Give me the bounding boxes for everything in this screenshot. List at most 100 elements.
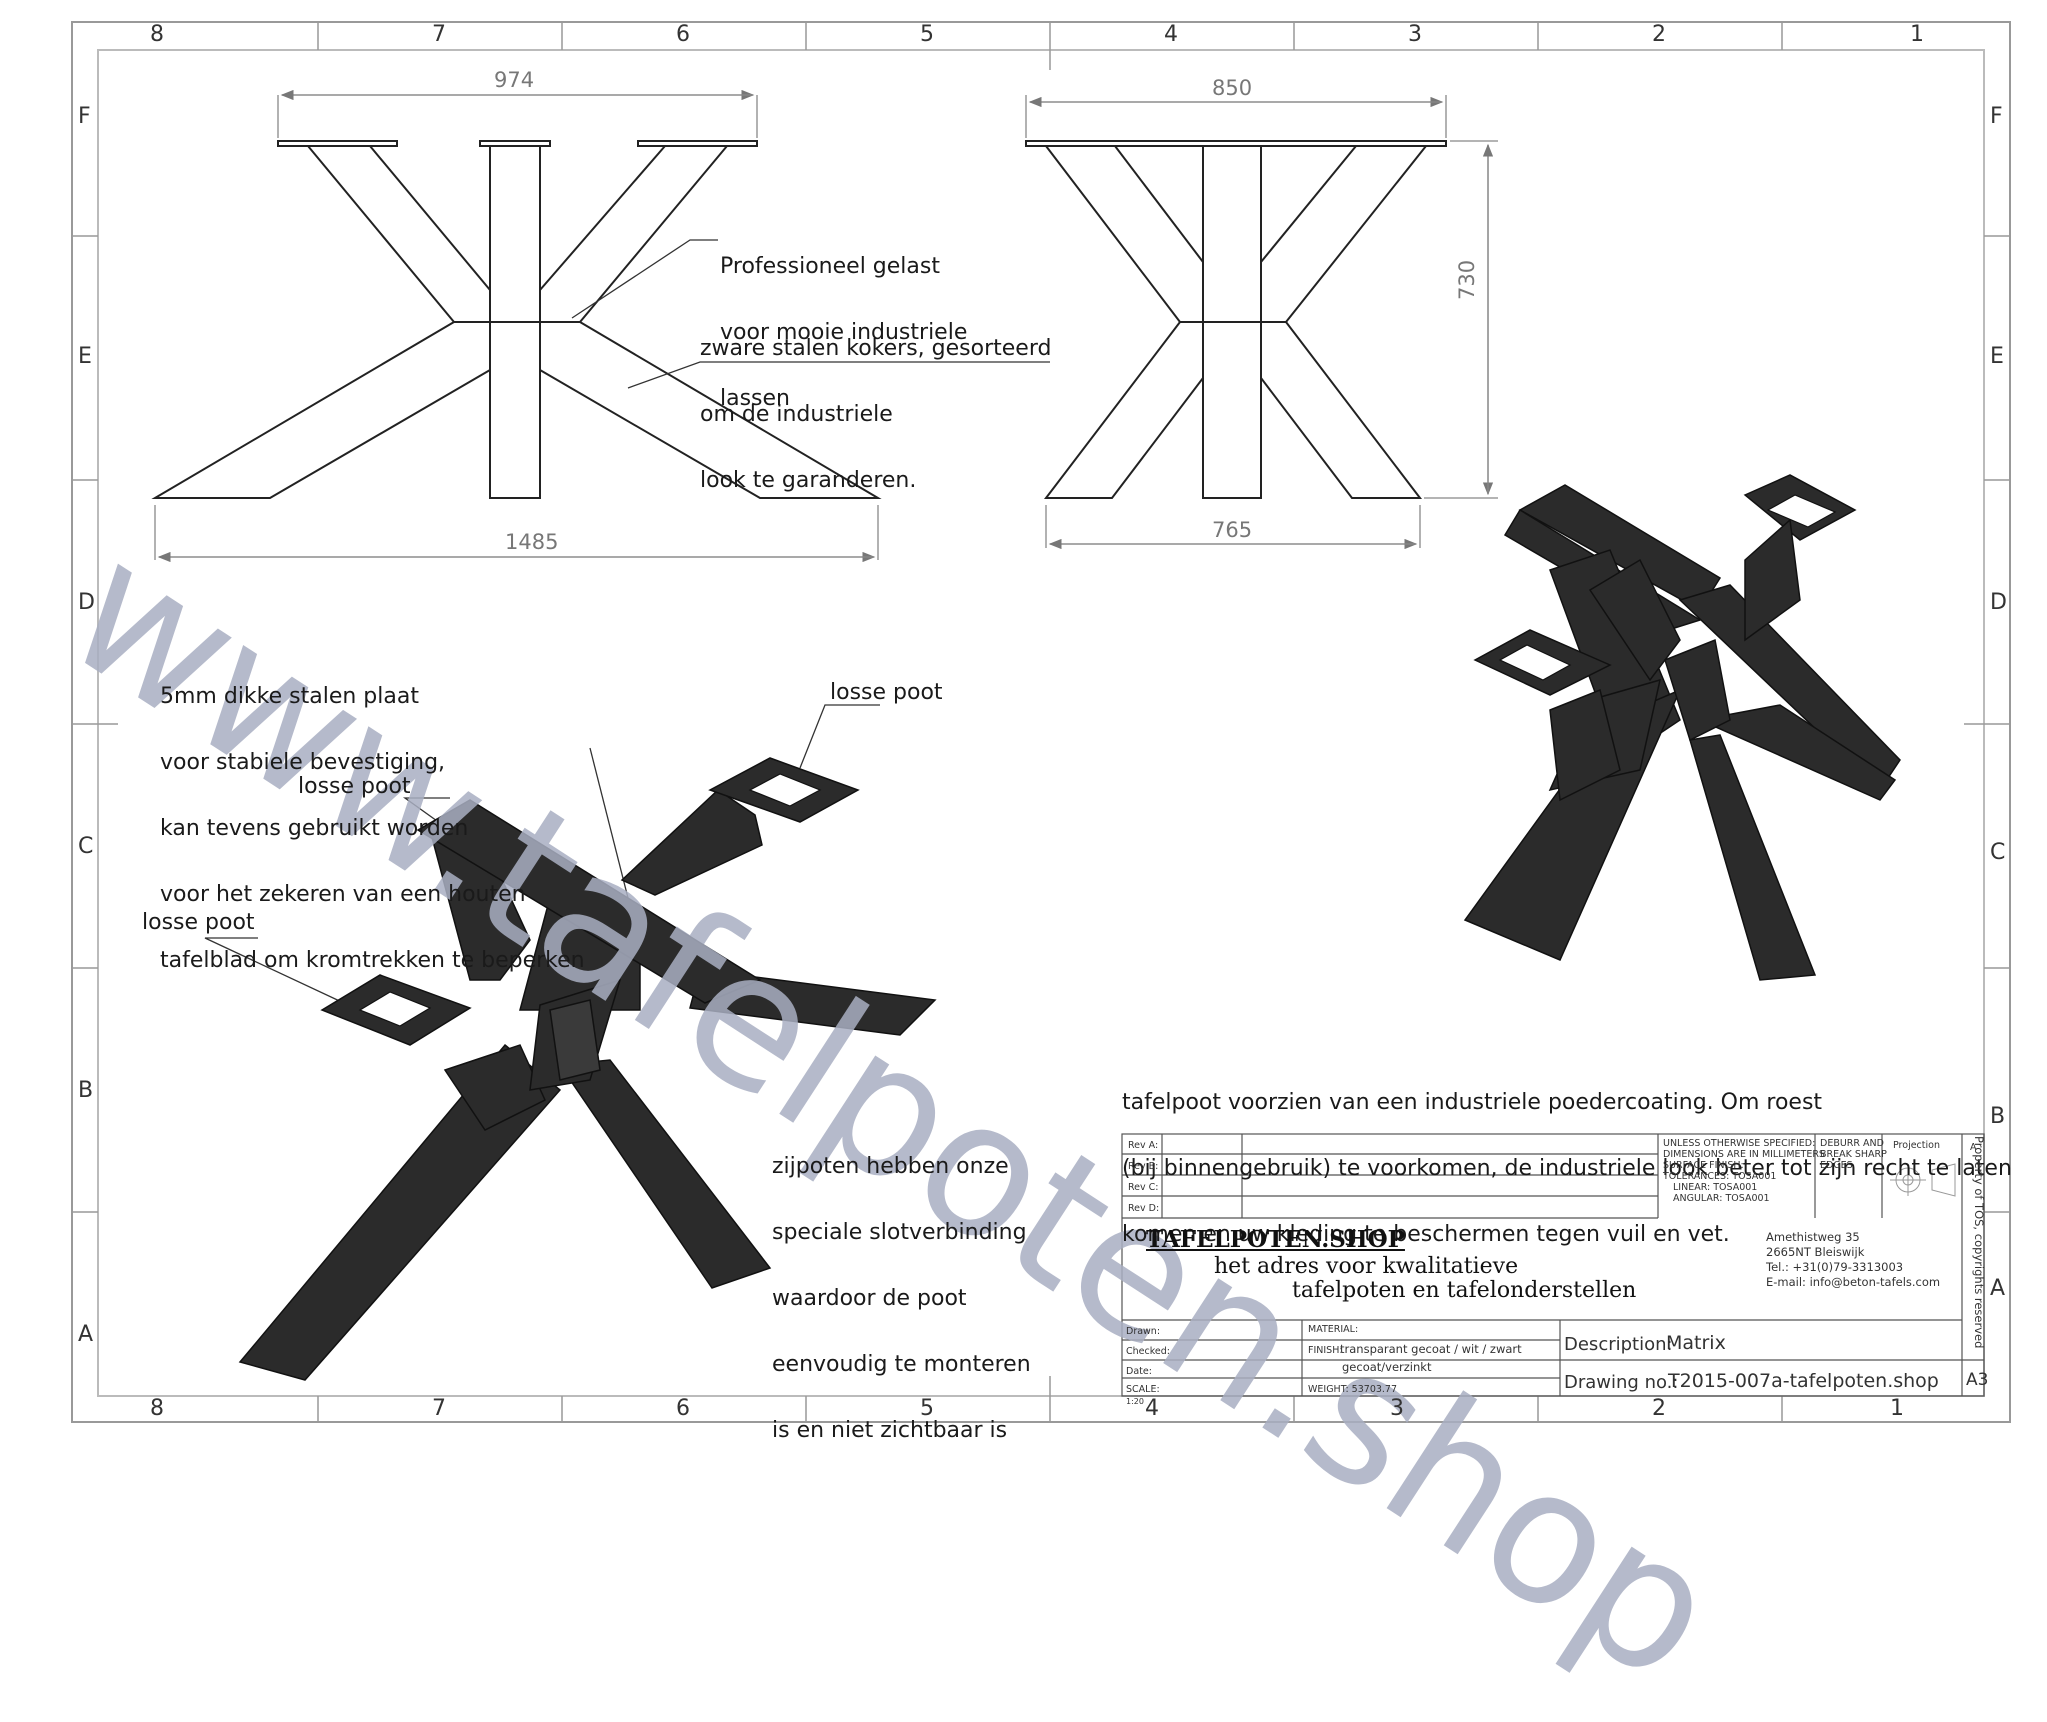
deburr-line: EDGES: [1820, 1160, 1853, 1171]
zone-col-bottom: 3: [1390, 1396, 1404, 1421]
dim-side-bottom: 765: [1212, 518, 1253, 542]
dim-front-top: 974: [494, 68, 535, 92]
zone-col-top: 8: [150, 22, 164, 47]
address-line: Tel.: +31(0)79-3313003: [1766, 1260, 1904, 1274]
dim-front-bottom: 1485: [505, 530, 559, 554]
scale-value: 1:20: [1126, 1397, 1144, 1406]
zijpoten-note-line: zijpoten hebben onze: [772, 1154, 1009, 1179]
property-note: Property of TOS, copyrights reserved: [1972, 1136, 1986, 1349]
zone-col-top: 2: [1652, 22, 1666, 47]
coating-note: tafelpoot voorzien van een industriele p…: [1122, 1048, 2012, 1290]
zone-col-bottom: 1: [1890, 1396, 1904, 1421]
sheet-size: A3: [1966, 1370, 1989, 1390]
coating-note-line: tafelpoot voorzien van een industriele p…: [1122, 1090, 1823, 1115]
zone-col-bottom: 2: [1652, 1396, 1666, 1421]
weight-value: WEIGHT: 53703.77: [1308, 1384, 1398, 1395]
zone-row-right: C: [1990, 840, 2006, 865]
address-block: Amethistweg 35 2665NT Bleiswijk Tel.: +3…: [1766, 1230, 1940, 1290]
side-view: [1025, 140, 1447, 499]
deburr-line: BREAK SHARP: [1820, 1149, 1887, 1160]
coating-note-line: komen en uw kleding te beschermen tegen …: [1122, 1222, 1730, 1247]
zijpoten-note-line: speciale slotverbinding: [772, 1220, 1027, 1245]
zone-row-right: B: [1990, 1104, 2006, 1129]
plate-note-line: kan tevens gebruikt worden: [160, 816, 469, 841]
checked-label: Checked:: [1126, 1346, 1170, 1357]
zone-row-left: F: [78, 104, 91, 129]
zone-row-left: C: [78, 834, 94, 859]
zone-col-top: 3: [1408, 22, 1422, 47]
finish-value-1: transparant gecoat / wit / zwart: [1340, 1342, 1522, 1356]
projection-symbol: [1890, 1163, 1956, 1197]
plate-note: 5mm dikke stalen plaat voor stabiele bev…: [160, 642, 585, 1016]
iso-view-right: [1463, 474, 1901, 981]
weld-note-line: voor mooie industriele: [720, 320, 968, 345]
tubes-note-line: look te garanderen.: [700, 468, 917, 493]
plate-note-line: 5mm dikke stalen plaat: [160, 684, 419, 709]
tubes-note-line: zware stalen kokers, gesorteerd: [700, 336, 1052, 361]
zijpoten-note-line: waardoor de poot: [772, 1286, 967, 1311]
rev-b-label: Rev B:: [1128, 1161, 1159, 1172]
projection-letter: A: [1970, 1142, 1977, 1153]
spec-block: UNLESS OTHERWISE SPECIFIED: DIMENSIONS A…: [1663, 1138, 1825, 1204]
zone-col-top: 4: [1164, 22, 1178, 47]
drawing-no-value: T2015-007a-tafelpoten.shop: [1668, 1370, 1939, 1392]
spec-line: TOLERANCES: TOSA001: [1663, 1171, 1777, 1182]
deburr-block: DEBURR AND BREAK SHARP EDGES: [1820, 1138, 1887, 1171]
finish-label: FINISH:: [1308, 1345, 1343, 1356]
projection-label: Projection: [1893, 1140, 1940, 1151]
spec-line: UNLESS OTHERWISE SPECIFIED:: [1663, 1138, 1816, 1149]
weld-note-line: Professioneel gelast: [720, 254, 940, 279]
leader-lines: [204, 239, 1050, 1005]
finish-value-2: gecoat/verzinkt: [1342, 1360, 1432, 1374]
drawing-sheet: www.tafelpoten.shop 8 7 6 5 4 3 2 1 8 7 …: [32, 21, 2012, 1722]
description-value: Matrix: [1666, 1332, 1726, 1354]
weld-note-line: lassen: [720, 386, 790, 411]
zone-col-top: 5: [920, 22, 934, 47]
drawing-canvas: [71, 21, 2011, 1423]
description-label: Description:: [1564, 1334, 1673, 1355]
coating-note-line: (bij binnengebruik) te voorkomen, de ind…: [1122, 1156, 2012, 1181]
title-block-lines: [1121, 1133, 1985, 1397]
spec-line: LINEAR: TOSA001: [1673, 1182, 1758, 1193]
zone-col-bottom: 7: [432, 1396, 446, 1421]
zone-row-left: B: [78, 1078, 94, 1103]
spec-line: DIMENSIONS ARE IN MILLIMETERS: [1663, 1149, 1825, 1160]
zone-row-right: D: [1990, 590, 2007, 615]
dim-side-height: 730: [1455, 259, 1479, 300]
zone-col-bottom: 8: [150, 1396, 164, 1421]
zone-row-left: D: [78, 590, 95, 615]
plate-note-line: voor stabiele bevestiging,: [160, 750, 446, 775]
material-label: MATERIAL:: [1308, 1324, 1359, 1335]
dim-side-top: 850: [1212, 76, 1253, 100]
weld-note: Professioneel gelast voor mooie industri…: [720, 212, 967, 454]
company-name: TAFELPOTEN.SHOP: [1146, 1226, 1405, 1253]
losse-poot-label: losse poot: [298, 774, 411, 799]
plate-note-line: voor het zekeren van een houten: [160, 882, 526, 907]
iso-view-left: [238, 757, 937, 1381]
zone-col-top: 1: [1910, 22, 1924, 47]
zijpoten-note: zijpoten hebben onze speciale slotverbin…: [772, 1112, 1031, 1486]
dimension-lines: [154, 89, 1498, 563]
zone-row-right: A: [1990, 1276, 2006, 1301]
front-view: [151, 140, 882, 499]
zone-col-bottom: 4: [1145, 1396, 1159, 1421]
zone-row-left: E: [78, 344, 92, 369]
zijpoten-note-line: eenvoudig te monteren: [772, 1352, 1031, 1377]
scale-label: SCALE:: [1126, 1384, 1160, 1395]
company-slogan-2: tafelpoten en tafelonderstellen: [1292, 1278, 1637, 1303]
losse-poot-label: losse poot: [142, 910, 255, 935]
zone-row-left: A: [78, 1322, 94, 1347]
iso-view-right-pads: [1498, 494, 1837, 681]
date-label: Date:: [1126, 1366, 1152, 1377]
rev-d-label: Rev D:: [1128, 1203, 1160, 1214]
inner-border: [97, 49, 1985, 1397]
plate-note-line: tafelblad om kromtrekken te beperken: [160, 948, 585, 973]
address-line: Amethistweg 35: [1766, 1230, 1860, 1244]
tubes-note-line: om de industriele: [700, 402, 893, 427]
zone-col-top: 7: [432, 22, 446, 47]
losse-poot-label: losse poot: [830, 680, 943, 705]
zone-ticks: [72, 22, 2010, 1422]
deburr-line: DEBURR AND: [1820, 1138, 1884, 1149]
drawing-no-label: Drawing no.:: [1564, 1372, 1679, 1393]
zone-row-right: E: [1990, 344, 2004, 369]
